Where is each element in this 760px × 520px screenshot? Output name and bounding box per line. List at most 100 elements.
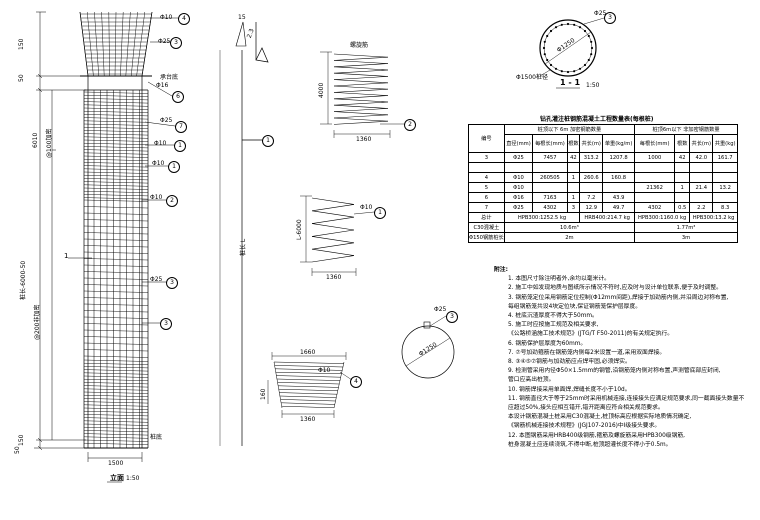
- cage-hoop: [83, 251, 149, 254]
- table-cell: [674, 172, 691, 183]
- bar-length-label: 桩长 L: [240, 238, 247, 256]
- spiral-bottom-hoop: [277, 382, 340, 385]
- table-cell: 21.4: [689, 182, 714, 193]
- table-concrete-label: C30混凝土: [468, 222, 505, 233]
- section-rebar-dot: [560, 70, 563, 73]
- spiral-bottom-hoop: [280, 395, 337, 398]
- section-scale: 1:50: [586, 82, 600, 89]
- spiral-top-segment: [333, 72, 389, 77]
- table-sum-right-1: HPB300:1160.0 kg: [634, 212, 691, 223]
- section-rebar-dot: [590, 53, 593, 56]
- dim-bottom: 150: [18, 434, 25, 446]
- callout-spec: Φ25: [160, 117, 173, 124]
- elevation-width: 1500: [108, 460, 124, 467]
- cage-hoop: [83, 323, 149, 326]
- table-header-cell: 共重(kg): [712, 134, 738, 153]
- spiral-top-segment: [333, 69, 389, 74]
- spiral-bottom-hoop: [281, 402, 335, 405]
- spiral-bottom-hoop: [278, 385, 339, 388]
- cage-hoop: [83, 426, 149, 429]
- table-cell: 8.3: [712, 202, 738, 213]
- section-rebar-dot: [543, 53, 546, 56]
- cage-hoop: [83, 199, 149, 202]
- cage-hoop: [83, 142, 149, 145]
- spiral-bottom-edge: [333, 361, 345, 409]
- spiral-mid-segment: [311, 236, 355, 244]
- cage-hoop: [83, 439, 149, 442]
- cage-hoop: [83, 258, 149, 261]
- cage-hoop: [83, 362, 149, 365]
- table-cell: [566, 162, 581, 173]
- spiral-mid-segment: [311, 210, 355, 218]
- elevation-callout-leaders: [142, 17, 178, 324]
- cage-hoop: [83, 238, 149, 241]
- table-header-cell: 编号: [468, 124, 505, 153]
- cage-hoop: [83, 349, 149, 352]
- spiral-top-segment: [333, 98, 389, 103]
- cage-hoop: [83, 194, 149, 197]
- spiral-bottom-spec: Φ10: [318, 367, 331, 374]
- callout-circle: 3: [166, 277, 178, 289]
- spiral-bottom-hoop: [279, 392, 338, 395]
- notes-list: 1. 本图尺寸除注明者外,余均以毫米计。2. 施工中如发现地质与图纸所示情况不符…: [508, 275, 752, 450]
- cage-hoop: [83, 316, 149, 319]
- cage-hoop: [83, 212, 149, 215]
- cage-top-bar: [94, 11, 100, 77]
- cage-hoop: [83, 290, 149, 293]
- section-rebar-dot: [566, 22, 570, 26]
- callout-spec: Φ10: [150, 194, 163, 201]
- table-cell: 1: [674, 182, 691, 193]
- cage-hoop: [83, 165, 149, 168]
- table-cell: [674, 192, 691, 203]
- spiral-mid-dims: [300, 195, 375, 276]
- section-rebar-dot: [560, 23, 563, 26]
- cage-hoop: [83, 123, 149, 126]
- table-cell: [634, 192, 676, 203]
- section-rebar-dot: [590, 40, 593, 43]
- section-rebar-dot: [549, 29, 553, 33]
- cage-hoop: [83, 149, 149, 152]
- section-rebar-dot: [546, 58, 549, 62]
- cage-hoop: [83, 110, 149, 113]
- cage-hoop: [83, 136, 149, 139]
- table-cell: 2.2: [689, 202, 714, 213]
- cage-hoop: [83, 433, 149, 436]
- table-sum-left-1: HPB300:1252.5 kg: [503, 212, 581, 223]
- cage-hoop: [83, 181, 149, 184]
- cage-hoop: [83, 139, 149, 142]
- note-line: 1. 本图尺寸除注明者外,余均以毫米计。: [508, 276, 610, 283]
- table-cell: 21362: [634, 182, 676, 193]
- cage-hoop: [83, 355, 149, 358]
- spiral-top-segment: [333, 53, 389, 58]
- cage-hoop: [83, 423, 149, 426]
- spiral-bottom-hoop: [275, 371, 342, 375]
- bar-callout-circle: 1: [262, 135, 274, 147]
- cage-hoop: [83, 372, 149, 375]
- table-cell: [566, 182, 581, 193]
- cage-hoop: [83, 310, 149, 313]
- cage-hoop: [83, 126, 149, 129]
- notes-block: 附注: 1. 本图尺寸除注明者外,余均以毫米计。2. 施工中如发现地质与图纸所示…: [494, 266, 752, 450]
- table-cell: Φ16: [503, 192, 534, 203]
- table-cell: [602, 162, 636, 173]
- section-rebar-dot: [590, 46, 594, 50]
- spiral-top-segment: [333, 108, 389, 112]
- cap-label: 承台底: [160, 74, 179, 81]
- table-cell: 4302: [532, 202, 568, 213]
- table-cell: 3: [468, 152, 505, 163]
- bar-small-dim-1: 15: [238, 14, 246, 21]
- cage-hoop: [83, 184, 149, 187]
- cage-vertical-bars: [93, 90, 140, 448]
- spiral-top-height: 4000: [318, 82, 325, 98]
- section-rebar-dot: [583, 29, 587, 33]
- spiral-bottom-callout: 4: [350, 376, 362, 388]
- note-line: 桩身混凝土应连续浇筑,不得中断,桩顶超灌长度不得小于0.5m。: [508, 441, 672, 448]
- spiral-mid-segment: [311, 255, 355, 263]
- callout-spec: Φ25: [158, 38, 171, 45]
- table-cell: [712, 192, 738, 203]
- note-line: 管口应高出桩顶。: [508, 377, 555, 384]
- spiral-top-segment: [333, 82, 389, 87]
- spiral-bottom-edge: [273, 361, 283, 409]
